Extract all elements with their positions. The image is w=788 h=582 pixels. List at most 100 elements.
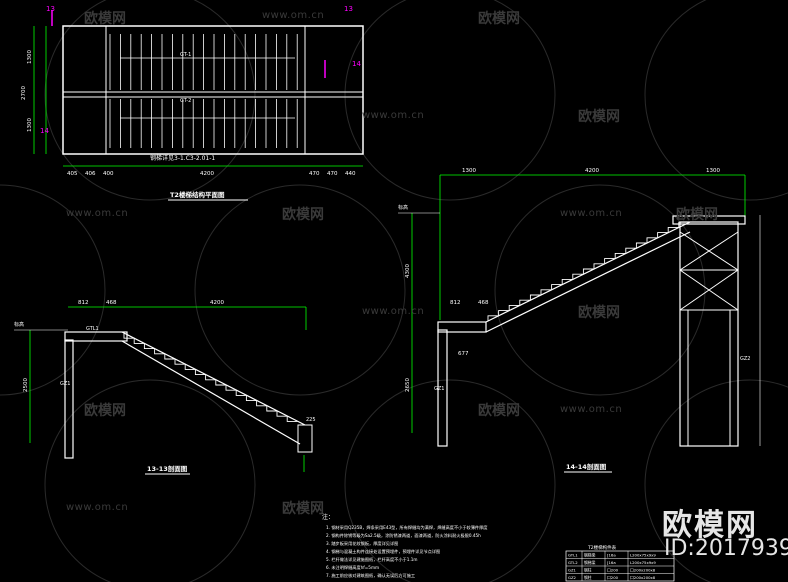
notes-line-1: 2. 钢构件除锈等级为Sa2.5级，涂防锈漆两道，面漆两道，防火涂料耐火极限0.… [326, 532, 481, 539]
sec14-top-dim-1: 4200 [585, 168, 599, 174]
table-cell: [16a [607, 553, 616, 558]
plan-title: T2楼梯结构平面图 [170, 190, 225, 199]
plan-bottom-dim-4: 470 [309, 171, 320, 177]
sec13-column-label: GZ1 [60, 381, 70, 387]
sec13-top-dim-0: 812 [78, 300, 89, 306]
plan-bottom-dim-6: 440 [345, 171, 356, 177]
sec13-level-label: 标高 [14, 321, 24, 328]
watermark-circle [644, 0, 788, 201]
sec14-height-dim-1: 2650 [405, 378, 411, 392]
watermark-brand-small-6: 欧模网 [578, 305, 620, 321]
plan-beam-label: GT-2 [180, 98, 191, 104]
watermark-brand-small-2: 欧模网 [478, 11, 520, 27]
notes-line-4: 5. 栏杆做法详见建施图纸，栏杆高度不小于1.1m [326, 556, 417, 563]
sec13-step-profile [123, 333, 298, 422]
table-cell: [16a [607, 560, 616, 565]
notes-heading: 注： [322, 513, 334, 521]
plan-bottom-dim-0: 405 [67, 171, 78, 177]
table-cell: 口200 [607, 568, 619, 573]
watermark-brand: 欧模网 [662, 508, 758, 543]
sec13-title: 13-13剖面图 [147, 464, 188, 473]
sec14-stringer-bot [485, 231, 691, 333]
sec13-column [64, 339, 74, 459]
stair-plan: 13 13 14 14 405 406 400 4200 470 470 440… [21, 5, 364, 201]
watermark-circle [494, 184, 706, 396]
table-cell: GTL2 [568, 560, 578, 565]
table-cell: 钢柱 [584, 568, 592, 573]
sec14-bottom-dim-1: 468 [478, 300, 489, 306]
notes-line-0: 1. 钢材采用Q235B，焊条采用E43型，所有焊缝均为满焊，焊缝高度不小于较薄… [326, 524, 488, 531]
section-13-13: 812 468 4200 2500 标高 GTL1 GZ1 225 13-13剖… [14, 300, 316, 475]
plan-mark-13b: 13 [344, 5, 353, 13]
watermark-brand-small-9: 欧模网 [282, 501, 324, 517]
sec13-stringer-bot [121, 340, 301, 445]
watermark-url-4: www.om.cn [560, 208, 623, 219]
sec13-height-dim: 2500 [23, 378, 29, 392]
table-cell: 钢梯梁 [584, 560, 596, 565]
plan-bottom-dim-5: 470 [327, 171, 338, 177]
plan-mark-13a: 13 [46, 5, 55, 13]
table-cell: L200x75x9x9 [630, 560, 656, 565]
watermark-circle [344, 379, 556, 582]
sec14-top-dim-0: 1300 [462, 168, 476, 174]
sec13-base [297, 424, 313, 453]
sec13-beam-label: GTL1 [86, 326, 99, 332]
sec14-title: 14-14剖面图 [566, 462, 607, 471]
table-title: T2楼梯构件表 [587, 544, 617, 551]
plan-note: 钢梯详见3-1.C3-2.01-1 [150, 154, 215, 162]
sec14-top-platform [672, 215, 746, 225]
sec14-steps [487, 221, 690, 321]
watermark-circle [344, 0, 556, 201]
watermark-brand-small-5: 欧模网 [676, 207, 718, 223]
plan-bottom-dim-3: 4200 [200, 171, 214, 177]
plan-landing-right [304, 25, 364, 155]
notes-line-2: 3. 踏步板采用花纹钢板，厚度详见详图 [326, 540, 398, 547]
plan-landing-left [62, 25, 107, 155]
sec14-height-dim-0: 4300 [405, 264, 411, 278]
watermark-url-6: www.om.cn [560, 404, 623, 415]
sec14-top-dim-2: 1300 [706, 168, 720, 174]
table-cell: 口200x200x8 [630, 568, 656, 573]
sec13-stringer-top [121, 331, 306, 426]
watermark-brand-small-1: 欧模网 [84, 11, 126, 27]
watermark-circle [44, 0, 256, 201]
plan-bottom-dim-2: 400 [103, 171, 114, 177]
watermark-circle [44, 379, 256, 582]
sec14-level-label: 标高 [398, 204, 408, 211]
plan-outline [62, 25, 364, 155]
watermark-url-7: www.om.cn [66, 502, 129, 513]
sec13-top-dim-2: 4200 [210, 300, 224, 306]
table-cell: 口200 [607, 575, 619, 580]
table-cell: GZ2 [568, 575, 577, 580]
watermark-url-3: www.om.cn [66, 208, 129, 219]
sec13-steps [123, 333, 298, 422]
plan-stair-label: GT-1 [180, 52, 191, 58]
sec14-frame [679, 221, 739, 447]
table-cell: GZ1 [568, 568, 577, 573]
watermark-circle [0, 184, 106, 396]
watermark-brand-small-4: 欧模网 [282, 207, 324, 223]
plan-bottom-dim-1: 406 [85, 171, 96, 177]
sec14-column-label: GZ1 [434, 386, 444, 392]
section-14-14: 1300 4200 1300 4300 2650 标高 812 468 677 … [398, 168, 761, 473]
sec14-frame-label: GZ2 [740, 356, 750, 362]
sec14-bottom-dim-2: 677 [458, 351, 469, 357]
plan-mark-14b: 14 [352, 60, 361, 68]
watermark-brand-small-7: 欧模网 [84, 403, 126, 419]
watermark-brand-small-8: 欧模网 [478, 403, 520, 419]
table-cell: 口200x200x8 [630, 575, 656, 580]
plan-mark-14a: 14 [40, 127, 49, 135]
plan-left-dim-2: 1300 [27, 118, 33, 132]
table-cell: 钢柱 [584, 575, 592, 580]
sec14-brace-4 [679, 269, 739, 311]
notes-line-5: 6. 未注明焊缝高度hf=5mm [326, 564, 379, 571]
watermark-brand-small-3: 欧模网 [578, 109, 620, 125]
sec14-column [437, 329, 448, 447]
watermark-url-1: www.om.cn [262, 10, 325, 21]
sec13-top-dim-1: 468 [106, 300, 117, 306]
watermark-url-2: www.om.cn [362, 110, 425, 121]
